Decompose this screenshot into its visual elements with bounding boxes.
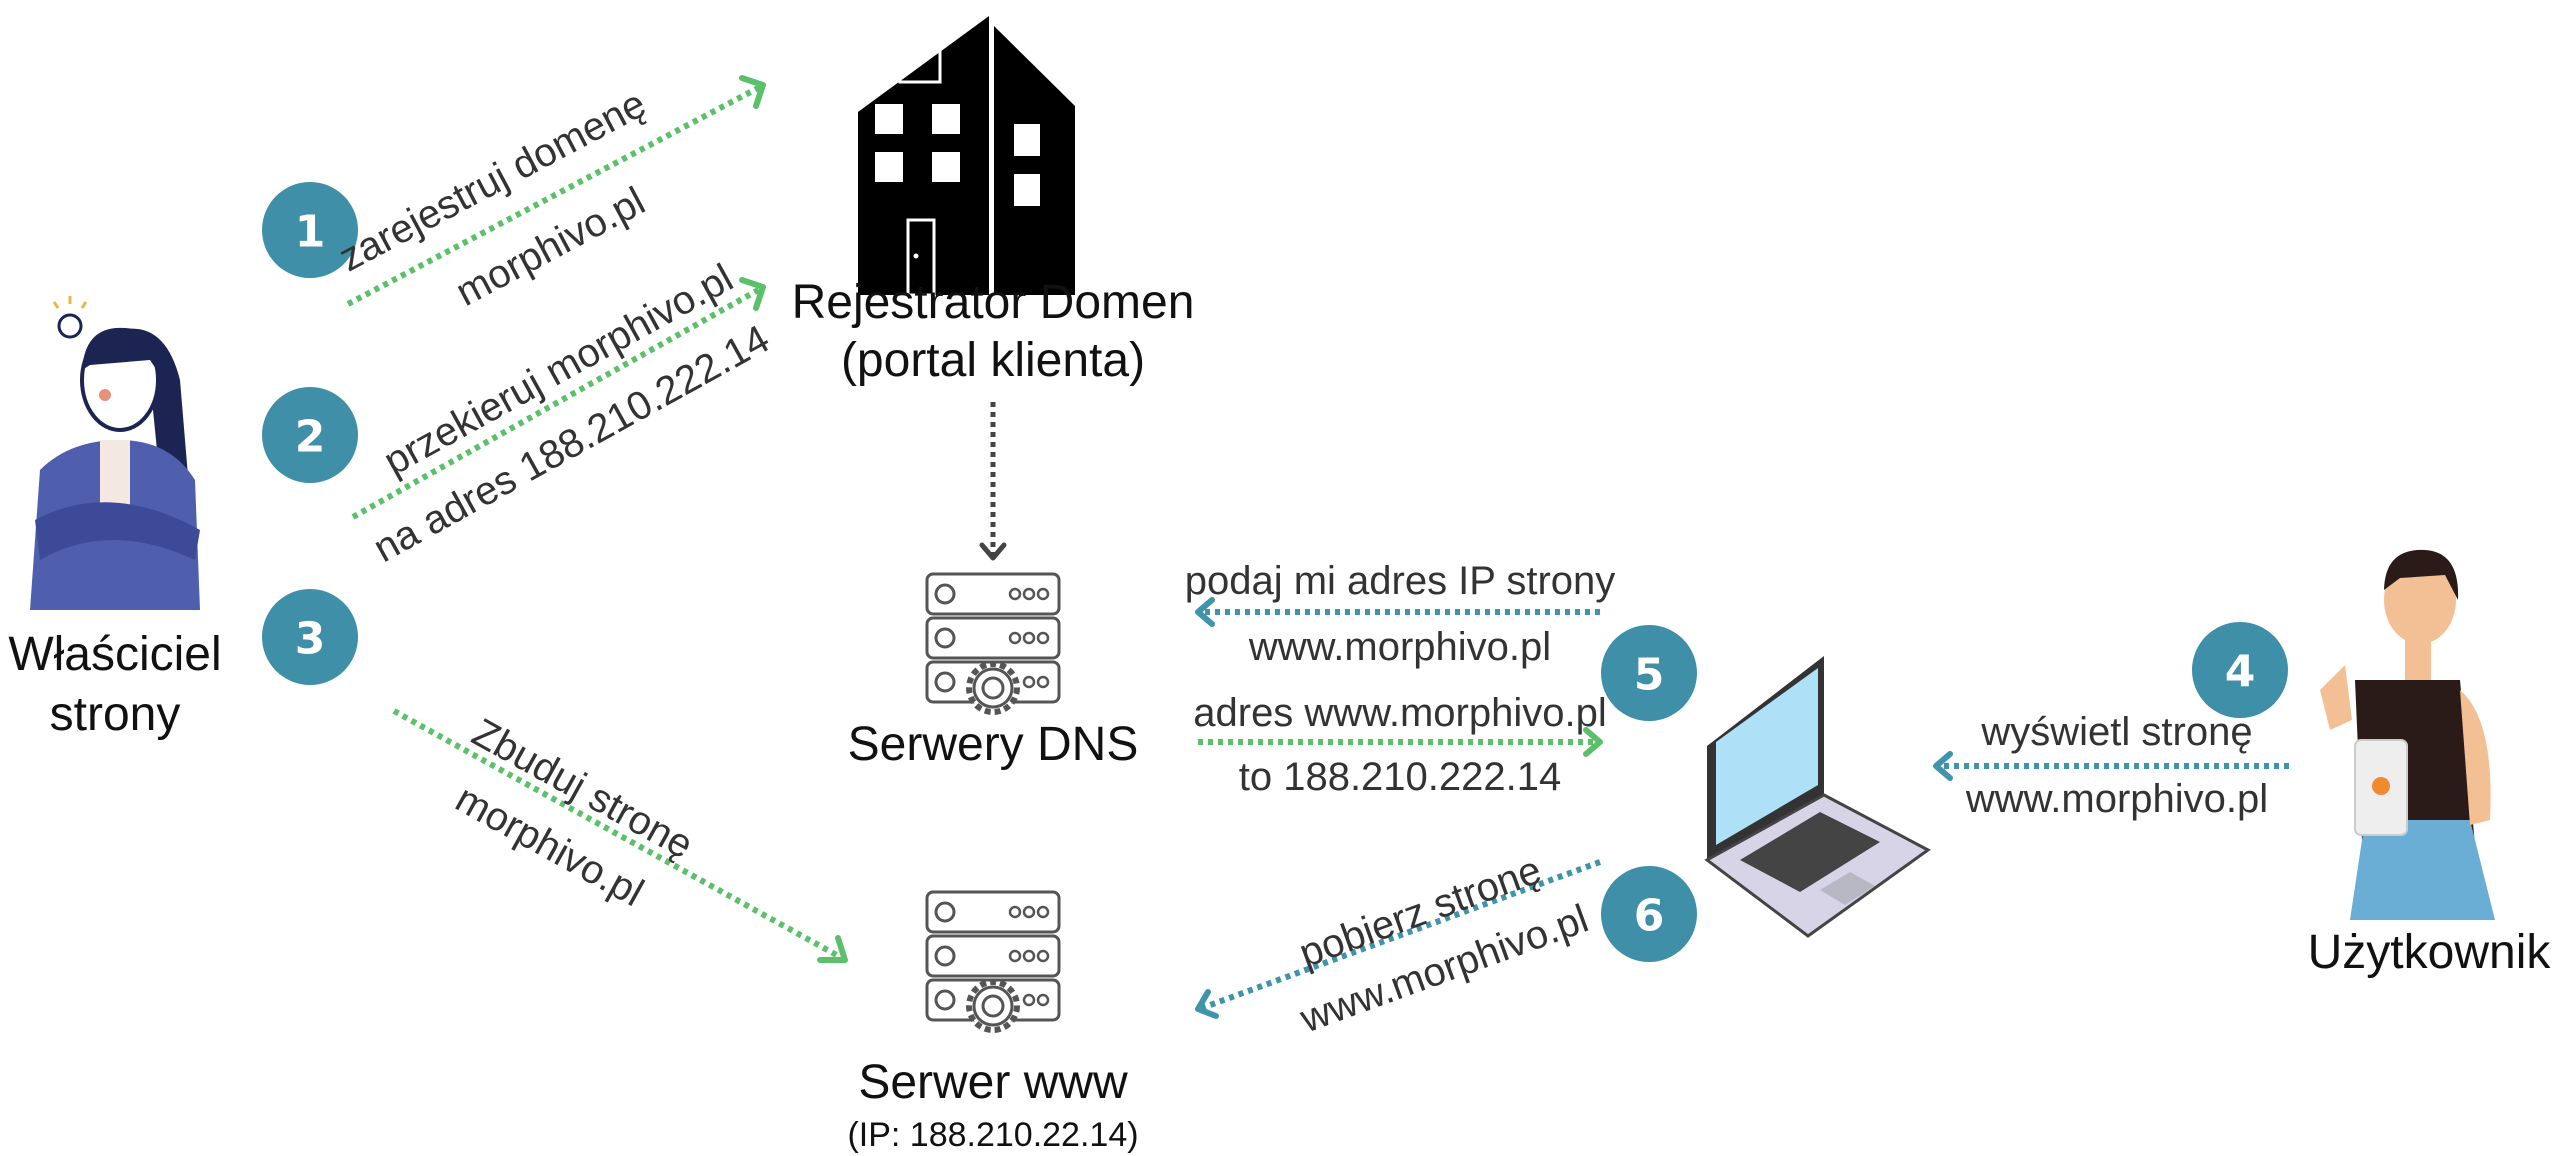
step-5-response-line2: to 188.210.222.14 [1239,755,1562,799]
step-5-response-line1: adres www.morphivo.pl [1193,691,1607,735]
step-1-badge: 1 [262,182,358,278]
step-5-request-line2: www.morphivo.pl [1248,625,1551,669]
user-man-figure [2320,549,2495,920]
step-2-badge: 2 [262,387,358,483]
svg-text:2: 2 [295,412,326,463]
registrar-label-line1: Rejestrator Domen [792,276,1195,329]
arrow-step-2 [351,286,762,520]
www-ip-label: (IP: 188.210.22.14) [847,1116,1138,1154]
www-server-icon [927,892,1059,1030]
step-6-badge: 6 [1601,866,1697,962]
svg-text:5: 5 [1634,650,1665,701]
arrow-step-1 [346,84,762,307]
step-3-badge: 3 [262,589,358,685]
owner-label-line2: strony [50,688,181,741]
step-4-text-line2: www.morphivo.pl [1965,777,2268,821]
user-label: Użytkownik [2308,926,2552,979]
www-label: Serwer www [858,1056,1128,1109]
dns-label: Serwery DNS [848,718,1139,771]
step-5-request-line1: podaj mi adres IP strony [1185,559,1616,603]
step-5-badge: 5 [1601,625,1697,721]
svg-text:4: 4 [2225,647,2256,698]
owner-label-line1: Właściciel [8,628,221,681]
svg-text:6: 6 [1634,891,1665,942]
owner-woman-figure [30,296,200,610]
dns-server-icon [927,574,1059,712]
step-4-badge: 4 [2192,622,2288,718]
step-1-text-line1: zarejestruj domenę [332,82,653,281]
svg-text:1: 1 [295,207,326,258]
step-4-text-line1: wyświetl stronę [1980,710,2252,754]
office-building-icon [858,16,1075,297]
registrar-label-line2: (portal klienta) [841,334,1145,387]
laptop-icon [1704,656,1931,938]
svg-text:3: 3 [295,614,326,665]
lightbulb-icon [52,296,88,339]
arrow-step-6 [1200,859,1602,1011]
arrow-step-3 [392,708,844,961]
